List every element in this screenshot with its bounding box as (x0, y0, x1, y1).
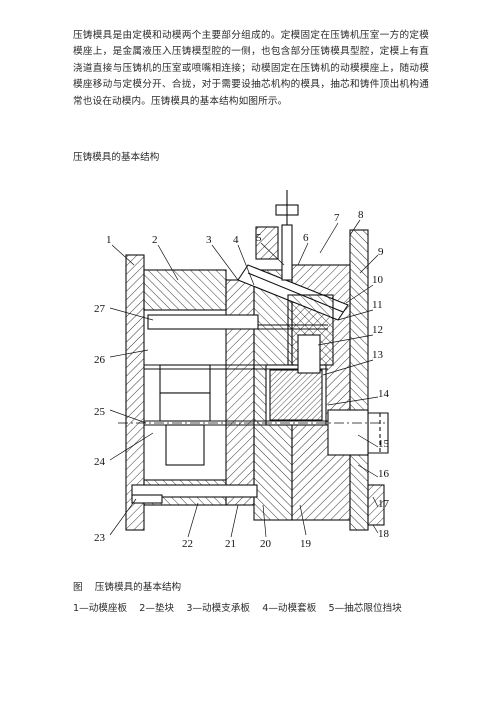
callout-9: 9 (378, 246, 384, 258)
section-heading: 压铸模具的基本结构 (73, 152, 160, 163)
callout-13: 13 (372, 349, 384, 361)
callout-25: 25 (94, 406, 106, 418)
callout-21: 21 (225, 538, 236, 550)
mold-drawing: 1 2 3 4 5 6 7 8 9 10 11 12 13 14 15 16 1… (94, 190, 390, 550)
intro-paragraph: 压铸模具是由定模和动模两个主要部分组成的。定模固定在压铸机压室一方的定模模座上，… (73, 30, 429, 107)
callout-17: 17 (378, 498, 390, 510)
callout-1: 1 (106, 234, 112, 246)
callout-2: 2 (152, 234, 158, 246)
callout-26: 26 (94, 354, 106, 366)
callout-20: 20 (260, 538, 272, 550)
callout-16: 16 (378, 468, 390, 480)
callout-22: 22 (182, 538, 193, 550)
callout-27: 27 (94, 303, 106, 315)
callout-24: 24 (94, 456, 106, 468)
callout-7: 7 (334, 212, 340, 224)
callout-23: 23 (94, 532, 106, 544)
callout-18: 18 (378, 528, 390, 540)
callout-15: 15 (378, 438, 390, 450)
callout-4: 4 (233, 234, 239, 246)
callout-labels: 1 2 3 4 5 6 7 8 9 10 11 12 13 14 15 16 1… (94, 209, 390, 550)
callout-12: 12 (372, 324, 383, 336)
callout-5: 5 (256, 232, 262, 244)
callout-14: 14 (378, 388, 390, 400)
callout-8: 8 (358, 209, 364, 221)
die-casting-mold-diagram: 1 2 3 4 5 6 7 8 9 10 11 12 13 14 15 16 1… (88, 185, 418, 555)
callout-19: 19 (300, 538, 312, 550)
callout-6: 6 (303, 232, 309, 244)
figure-caption: 图 压铸模具的基本结构 (73, 582, 182, 593)
callout-10: 10 (372, 274, 384, 286)
callout-3: 3 (206, 234, 212, 246)
callout-11: 11 (372, 299, 383, 311)
figure-legend: 1—动模座板 2—垫块 3—动模支承板 4—动模套板 5—抽芯限位挡块 (73, 603, 402, 614)
